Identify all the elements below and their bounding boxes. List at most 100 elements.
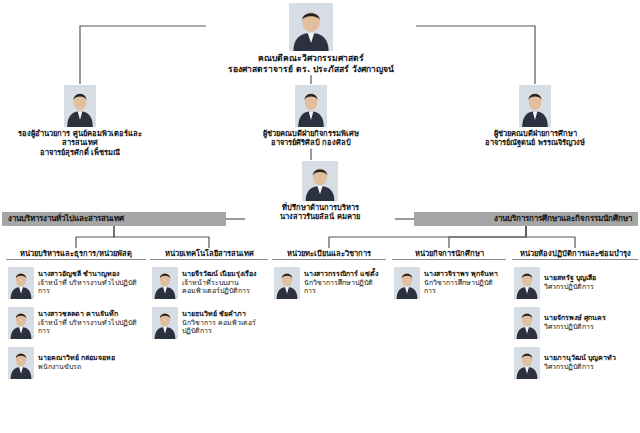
- executive-box: ผู้ช่วยคณบดีฝ่ายการศึกษาอาจารย์ณัฐดนย์ พ…: [440, 84, 630, 149]
- portrait-photo: [274, 267, 300, 299]
- collar-shape: [163, 287, 167, 294]
- suit-shape: [306, 186, 335, 201]
- node-detail: อาจารย์ณัฐดนย์ พรรณจิรัญวงษ์: [485, 138, 585, 147]
- photo-ground: [394, 267, 420, 299]
- face-shape: [402, 273, 412, 286]
- photo-ground: [514, 307, 540, 339]
- node-title: งานบริหารงานทั่วไปและสารสนเทศ: [8, 214, 220, 224]
- suit-shape: [11, 367, 32, 379]
- org-connector: [449, 226, 526, 248]
- hair-shape: [302, 13, 320, 20]
- suit-shape: [522, 111, 548, 127]
- collar-shape: [533, 111, 538, 120]
- node-title: นายสหรัฐ บุญเสือ: [544, 274, 636, 283]
- unit-heading: หน่วยกิจการนักศึกษา: [392, 248, 506, 260]
- hair-shape: [529, 94, 542, 100]
- photo-ground: [8, 307, 34, 339]
- face-shape: [529, 93, 542, 111]
- node-title: ที่ปรึกษาด้านการบริหาร: [280, 203, 360, 212]
- portrait-photo: [8, 307, 34, 339]
- org-connector: [76, 226, 114, 248]
- node-title: นายคณาวิทย์ กล่อมจอหอ: [38, 354, 144, 363]
- node-detail: นักวิชาการ คอมพิวเตอร์ปฏิบัติการ: [182, 319, 266, 337]
- collar-shape: [525, 327, 529, 334]
- collar-shape: [163, 327, 167, 334]
- staff-card: นายจีรวัฒน์ เนียมรุ่งเรืองเจ้าหน้าที่ระบ…: [150, 266, 268, 300]
- photo-ground: [514, 267, 540, 299]
- node-detail: นางสาวรันยลัลน์ คมคาย: [280, 212, 360, 221]
- collar-shape: [525, 367, 529, 374]
- hair-shape: [16, 354, 26, 359]
- hair-shape: [282, 274, 292, 279]
- portrait-photo: [8, 347, 34, 379]
- photo-ground: [8, 347, 34, 379]
- collar-shape: [308, 33, 315, 43]
- node-detail: เจ้าหน้าที่ระบบงาน คอมพิวเตอร์ปฏิบัติการ: [182, 279, 266, 297]
- text-group: หน่วยทะเบียนและวิชาการ: [275, 249, 383, 258]
- hair-shape: [522, 274, 532, 279]
- org-connector: [395, 218, 414, 219]
- hair-shape: [160, 274, 170, 279]
- hair-shape: [16, 274, 26, 279]
- portrait-photo: [152, 267, 178, 299]
- face-shape: [16, 353, 26, 366]
- node-title: หน่วยทะเบียนและวิชาการ: [275, 249, 383, 258]
- node-title: ผู้ช่วยคณบดีฝ่ายการศึกษา: [485, 129, 585, 138]
- hair-shape: [160, 314, 170, 319]
- node-title: หน่วยห้องปฏิบัติการและซ่อมบำรุง: [515, 249, 635, 258]
- advisor-box: ที่ปรึกษาด้านการบริหารนางสาวรันยลัลน์ คม…: [245, 160, 395, 223]
- text-group: นางสาวอัญชลี ชำนาญทองเจ้าหน้าที่ บริหารง…: [38, 270, 144, 296]
- unit-heading: หน่วยบริหารและธุรการ/หน่วยพัสดุ: [6, 248, 146, 260]
- face-shape: [313, 169, 327, 186]
- node-title: นายภานุวัฒน์ บุญคาทัว: [544, 354, 636, 363]
- suit-shape: [517, 367, 538, 379]
- node-detail: วิศวกรปฏิบัติการ: [544, 283, 636, 292]
- text-group: ผู้ช่วยคณบดีฝ่ายการศึกษาอาจารย์ณัฐดนย์ พ…: [485, 129, 585, 148]
- node-title: นางสาวกรรณิการ์ แซ่ตั้ง: [304, 270, 384, 279]
- node-title: หน่วยบริหารและธุรการ/หน่วยพัสดุ: [9, 249, 143, 258]
- text-group: หน่วยบริหารและธุรการ/หน่วยพัสดุ: [9, 249, 143, 258]
- portrait-photo: [302, 161, 338, 201]
- org-connector: [526, 226, 575, 248]
- portrait-photo: [152, 307, 178, 339]
- text-group: นายสหรัฐ บุญเสือวิศวกรปฏิบัติการ: [544, 274, 636, 292]
- node-detail: วิศวกรปฏิบัติการ: [544, 323, 636, 332]
- suit-shape: [293, 33, 328, 51]
- org-connector: [416, 26, 535, 84]
- org-connector: [310, 75, 311, 84]
- node-title: นางสาวอัญชลี ชำนาญทอง: [38, 270, 144, 279]
- node-title: คณบดีคณะวิศวกรรมศาสตร์: [228, 53, 394, 64]
- portrait-photo: [289, 3, 333, 51]
- photo-ground: [302, 161, 338, 201]
- collar-shape: [19, 287, 23, 294]
- hair-shape: [16, 314, 26, 319]
- collar-shape: [78, 111, 83, 120]
- hair-shape: [522, 314, 532, 319]
- collar-shape: [525, 287, 529, 294]
- text-group: นายคณาวิทย์ กล่อมจอหอพนักงานขับรถ: [38, 354, 144, 372]
- hair-shape: [313, 170, 327, 176]
- photo-ground: [152, 267, 178, 299]
- staff-card: นายสหรัฐ บุญเสือวิศวกรปฏิบัติการ: [512, 266, 638, 300]
- suit-shape: [298, 111, 324, 127]
- org-connector: [329, 226, 526, 248]
- face-shape: [160, 313, 170, 326]
- portrait-photo: [295, 85, 327, 127]
- node-title: นายจักรพงษ์ ศุกนคร: [544, 314, 636, 323]
- face-shape: [522, 313, 532, 326]
- text-group: งานบริหารงานทั่วไปและสารสนเทศ: [8, 214, 220, 224]
- node-title: หน่วยกิจการนักศึกษา: [395, 249, 503, 258]
- text-group: นายภานุวัฒน์ บุญคาทัววิศวกรปฏิบัติการ: [544, 354, 636, 372]
- collar-shape: [19, 327, 23, 334]
- face-shape: [16, 313, 26, 326]
- staff-card: นายจักรพงษ์ ศุกนครวิศวกรปฏิบัติการ: [512, 306, 638, 340]
- text-group: นายจักรพงษ์ ศุกนครวิศวกรปฏิบัติการ: [544, 314, 636, 332]
- photo-ground: [295, 85, 327, 127]
- face-shape: [522, 353, 532, 366]
- photo-ground: [519, 85, 551, 127]
- text-group: คณบดีคณะวิศวกรรมศาสตร์รองศาสตราจารย์ ดร.…: [228, 53, 394, 74]
- hair-shape: [402, 274, 412, 279]
- collar-shape: [19, 367, 23, 374]
- staff-card: นางสาวอัญชลี ชำนาญทองเจ้าหน้าที่ บริหารง…: [6, 266, 146, 300]
- node-title: หน่วยเทคโนโลยีสารสนเทศ: [153, 249, 265, 258]
